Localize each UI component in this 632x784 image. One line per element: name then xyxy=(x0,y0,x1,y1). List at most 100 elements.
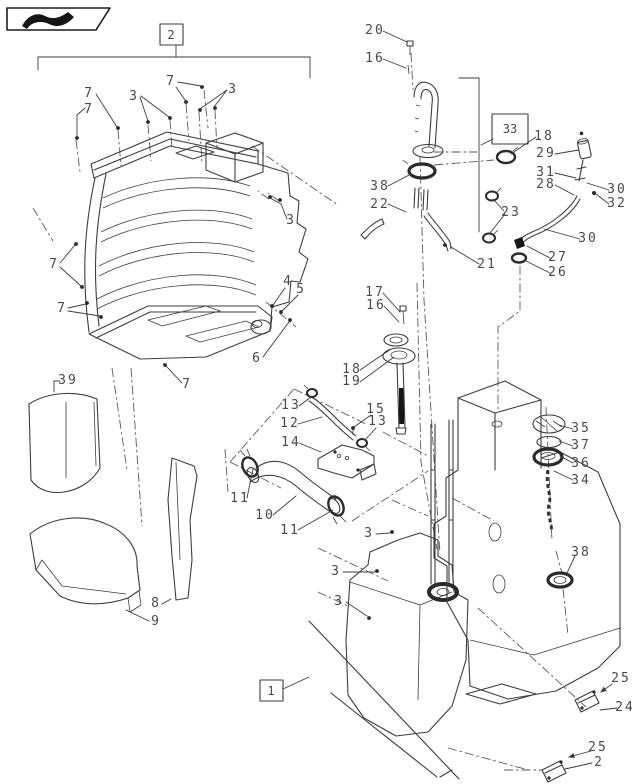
grommet-38 xyxy=(546,571,574,589)
callout-label: 7 xyxy=(84,86,94,101)
fuel-sender xyxy=(382,305,416,435)
ref-box-1: 1 xyxy=(259,676,310,702)
callout-label: 13 xyxy=(281,398,301,413)
callout-label: 3 xyxy=(129,89,139,104)
callout-label: 21 xyxy=(477,257,497,272)
ref-box-label: 2 xyxy=(167,28,174,42)
callout-label: 16 xyxy=(366,298,386,313)
coupler-31 xyxy=(574,159,587,182)
clamp-13 xyxy=(303,384,318,398)
callout-label: 29 xyxy=(536,146,556,161)
ref-box-2: 2 xyxy=(37,23,311,79)
callout-label: 22 xyxy=(370,197,390,212)
strip-part xyxy=(399,388,404,424)
callout-label: 13 xyxy=(368,414,388,429)
callout-label: 7 xyxy=(84,102,94,117)
callout-label: 28 xyxy=(536,177,556,192)
callout-label: 30 xyxy=(578,231,598,246)
callout-label: 32 xyxy=(607,196,627,211)
grommet-26 xyxy=(510,252,528,264)
hose-21 xyxy=(423,212,452,252)
callout-label: 38 xyxy=(571,545,591,560)
shield-39 xyxy=(28,392,101,494)
callout-label: 26 xyxy=(548,265,568,280)
bracket-14-group xyxy=(303,384,404,481)
callout-label: 2 xyxy=(594,755,604,770)
outlet-port xyxy=(250,319,272,335)
elbow-27 xyxy=(514,237,525,249)
callout-label: 7 xyxy=(166,74,176,89)
hose-22 xyxy=(360,218,385,240)
breather-assembly xyxy=(510,131,596,264)
callout-label: 34 xyxy=(571,473,591,488)
breather-valve-29 xyxy=(576,131,592,160)
callout-label: 8 xyxy=(151,596,161,611)
callout-label: 7 xyxy=(49,257,59,272)
callout-label: 7 xyxy=(182,377,192,392)
callout-label: 23 xyxy=(501,205,521,220)
callout-label: 38 xyxy=(370,179,390,194)
flag-marker xyxy=(6,7,111,31)
callout-label: 3 xyxy=(334,594,344,609)
callout-label: 9 xyxy=(151,614,161,629)
neck-flange xyxy=(412,143,444,159)
top-beam xyxy=(90,131,259,179)
pin-16 xyxy=(407,64,410,75)
callout-label: 10 xyxy=(255,508,275,523)
clamp-38 xyxy=(407,162,437,180)
callout-label: 31 xyxy=(536,165,556,180)
tank-foot xyxy=(465,683,537,705)
chain-34 xyxy=(545,469,553,533)
callout-label: 15 xyxy=(366,402,386,417)
raised-box xyxy=(457,380,542,471)
skid-edge xyxy=(308,620,460,780)
right-tank xyxy=(433,380,621,705)
callout-label: 27 xyxy=(548,250,568,265)
callout-label: 11 xyxy=(230,491,250,506)
callout-label: 3 xyxy=(364,526,374,541)
leader-lines xyxy=(53,30,618,770)
beam-slot xyxy=(175,145,215,160)
clamp-23 xyxy=(485,187,502,202)
callout-label: 14 xyxy=(281,435,301,450)
ref-box-33: 33 xyxy=(458,77,529,233)
standpipes xyxy=(430,419,454,585)
callout-label: 5 xyxy=(296,282,306,297)
centerline xyxy=(32,52,587,772)
base-floor xyxy=(88,305,273,360)
callout-label: 16 xyxy=(365,51,385,66)
callout-label: 4 xyxy=(283,274,293,289)
callout-label: 37 xyxy=(571,438,591,453)
hose-10 xyxy=(239,448,347,525)
callout-label: 3 xyxy=(286,213,296,228)
fastener-dots xyxy=(74,85,447,620)
callout-label: 18 xyxy=(342,362,362,377)
callout-label: 12 xyxy=(280,416,300,431)
stub-tubes xyxy=(413,187,429,211)
filler-neck-assembly xyxy=(360,40,519,252)
rib xyxy=(98,242,255,277)
flag-icon xyxy=(22,12,74,29)
clamp-13 xyxy=(356,438,371,452)
rib xyxy=(96,274,257,310)
tank-support-left xyxy=(84,131,309,360)
leader-arrow xyxy=(600,683,613,693)
leader-arrow xyxy=(568,750,592,759)
centerlines xyxy=(32,52,587,772)
callout-label: 3 xyxy=(228,82,238,97)
fastener-32 xyxy=(592,191,596,195)
panel-8 xyxy=(167,457,198,601)
callout-label: 11 xyxy=(280,523,300,538)
clamp-2-25 xyxy=(541,760,567,783)
tank-body xyxy=(433,451,621,700)
outlet-port-inner xyxy=(251,320,263,328)
clamp-23 xyxy=(482,229,499,244)
callout-label: 18 xyxy=(534,129,554,144)
callout-label: 30 xyxy=(607,182,627,197)
callout-label: 36 xyxy=(571,456,591,471)
clamp-11 xyxy=(327,495,347,525)
side-panel xyxy=(257,163,309,332)
left-edge xyxy=(84,173,107,333)
callout-label: 39 xyxy=(58,373,78,388)
